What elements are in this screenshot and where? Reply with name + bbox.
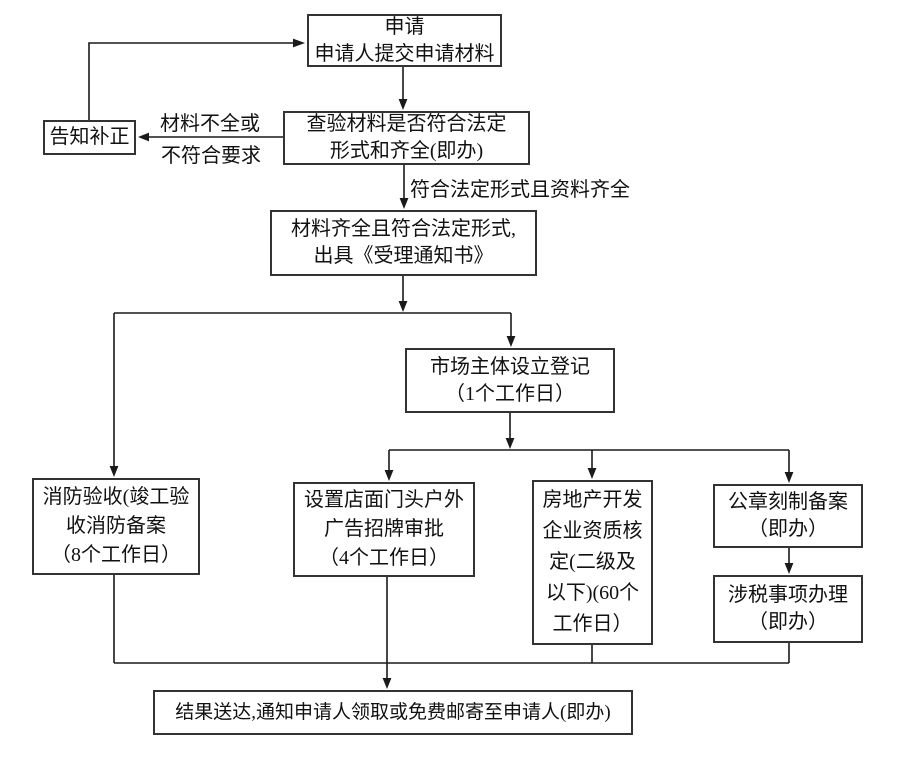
node-tax-matters: 涉税事项办理 （即办） xyxy=(713,575,863,643)
node-result-line: 结果送达,通知申请人领取或免费邮寄至申请人(即办) xyxy=(175,702,611,723)
node-check-materials: 查验材料是否符合法定 形式和齐全(即办) xyxy=(283,111,530,165)
arrowhead-into-fire xyxy=(109,466,119,477)
node-acceptance-notice: 材料齐全且符合法定形式, 出具《受理通知书》 xyxy=(270,210,537,276)
node-market-entity-registration: 市场主体设立登记 （1个工作日） xyxy=(405,348,615,413)
node-accept-line: 出具《受理通知书》 xyxy=(313,245,494,267)
node-apply-line: 申请人提交申请材料 xyxy=(314,42,495,65)
node-seal-line: 公章刻制备案 xyxy=(728,491,848,513)
node-estate-line: 工作日） xyxy=(552,613,633,635)
node-apply: 申请 申请人提交申请材料 xyxy=(307,14,502,67)
arrowhead-split2 xyxy=(505,438,515,449)
node-result-delivery: 结果送达,通知申请人领取或免费邮寄至申请人(即办) xyxy=(153,690,633,735)
arrowhead-into-sign xyxy=(384,470,394,481)
node-notify-correction: 告知补正 xyxy=(43,120,136,155)
node-check-line: 形式和齐全(即办) xyxy=(329,140,484,162)
edge-label-incomplete-line2: 不符合要求 xyxy=(161,145,261,167)
node-seal-engraving: 公章刻制备案 （即办） xyxy=(713,484,863,548)
arrowhead-into-notify xyxy=(138,132,149,142)
arrowhead-into-result xyxy=(382,678,392,689)
arrowhead-into-check xyxy=(398,99,408,110)
arrowhead-into-seal xyxy=(784,472,794,483)
node-tax-line: 涉税事项办理 xyxy=(728,584,848,606)
arrowhead-split1 xyxy=(398,301,408,312)
node-tax-line: （即办） xyxy=(748,611,828,633)
arrowhead-into-tax xyxy=(784,563,794,574)
node-fire-line: 收消防备案 xyxy=(66,515,166,537)
node-real-estate-qualification: 房地产开发 企业资质核 定(二级及 以下)(60个 工作日） xyxy=(532,480,653,645)
edge-label-incomplete-line1: 材料不全或 xyxy=(160,113,260,135)
arrowhead-into-market xyxy=(506,336,516,347)
node-estate-line: 定(二级及 xyxy=(549,551,636,573)
edge-label-qualified: 符合法定形式且资料齐全 xyxy=(410,179,630,201)
edge-notify-to-apply xyxy=(88,42,295,120)
node-notify-line: 告知补正 xyxy=(49,126,130,148)
arrowhead-into-apply xyxy=(293,38,305,48)
node-signboard-approval: 设置店面门头户外 广告招牌审批 （4个工作日） xyxy=(293,482,475,577)
node-sign-line: 广告招牌审批 xyxy=(324,518,444,540)
node-sign-line: 设置店面门头户外 xyxy=(304,489,464,511)
node-market-line: 市场主体设立登记 xyxy=(430,355,590,378)
arrowhead-into-accept xyxy=(399,198,409,209)
node-estate-line: 以下)(60个 xyxy=(545,582,640,604)
node-market-line: （1个工作日） xyxy=(445,382,575,405)
node-apply-line: 申请 xyxy=(384,15,425,38)
node-fire-line: （8个工作日） xyxy=(51,544,181,566)
arrowhead-into-estate xyxy=(587,468,597,479)
node-sign-line: （4个工作日） xyxy=(319,547,449,569)
node-seal-line: （即办） xyxy=(748,518,828,540)
node-estate-line: 企业资质核 xyxy=(542,520,643,542)
node-accept-line: 材料齐全且符合法定形式, xyxy=(291,218,516,240)
node-check-line: 查验材料是否符合法定 xyxy=(306,113,507,135)
node-fire-line: 消防验收(竣工验 xyxy=(42,486,190,508)
node-estate-line: 房地产开发 xyxy=(542,489,643,511)
node-fire-inspection: 消防验收(竣工验 收消防备案 （8个工作日） xyxy=(32,478,200,575)
